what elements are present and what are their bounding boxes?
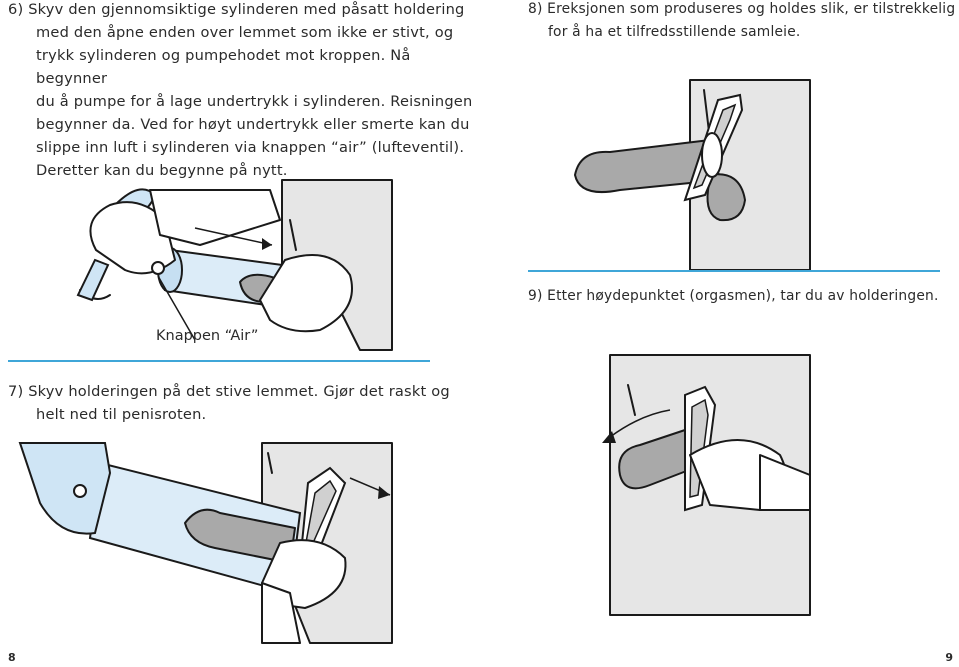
- step-8-illustration: [574, 79, 811, 271]
- fold-line: [267, 452, 273, 474]
- ring-inner: [303, 479, 337, 550]
- air-button-icon: [73, 484, 87, 498]
- step-8-line: 8) Ereksjonen som produseres og holdes s…: [528, 1, 956, 17]
- testes-shape: [706, 173, 746, 222]
- left-page: 6) Skyv den gjennomsiktige sylinderen me…: [8, 0, 478, 664]
- arm: [759, 454, 811, 511]
- step-7-illustration: [18, 442, 393, 644]
- fold-line: [289, 219, 297, 251]
- pull-arrow: [609, 409, 671, 438]
- arrow-head: [378, 486, 390, 499]
- step-6-line: 6) Skyv den gjennomsiktige sylinderen me…: [8, 1, 465, 18]
- pump-lever: [76, 258, 110, 302]
- step-9-illustration: [602, 354, 811, 616]
- ring-loop: [701, 132, 723, 178]
- step-6-line: du å pumpe for å lage undertrykk i sylin…: [36, 93, 473, 110]
- divider-rule: [8, 360, 430, 362]
- page-number-right: 9: [945, 651, 953, 664]
- step-6-line: begynner da. Ved for høyt undertrykk ell…: [36, 116, 470, 133]
- arm-left: [149, 189, 281, 246]
- step-9-line: 9) Etter høydepunktet (orgasmen), tar du…: [528, 288, 939, 304]
- fold-line: [627, 384, 636, 416]
- arrow-head: [602, 431, 616, 443]
- divider-rule: [528, 270, 940, 272]
- air-button-label: Knappen “Air”: [156, 328, 259, 344]
- step-7-line: helt ned til penisroten.: [36, 406, 207, 423]
- hand-right: [259, 254, 353, 333]
- arrow-head: [262, 238, 272, 250]
- step-6-line: med den åpne enden over lemmet som ikke …: [36, 24, 454, 41]
- step-8-text: 8) Ereksjonen som produseres og holdes s…: [528, 0, 958, 44]
- step-7-text: 7) Skyv holderingen på det stive lemmet.…: [8, 380, 478, 426]
- step-8-line: for å ha et tilfredsstillende samleie.: [548, 24, 801, 40]
- pump-head: [18, 442, 112, 535]
- step-6-line: slippe inn luft i sylinderen via knappen…: [36, 139, 465, 156]
- right-page: 8) Ereksjonen som produseres og holdes s…: [480, 0, 959, 667]
- hand-left: [89, 201, 176, 275]
- step-6-line: trykk sylinderen og pumpehodet mot kropp…: [36, 47, 411, 87]
- step-7-line: 7) Skyv holderingen på det stive lemmet.…: [8, 383, 450, 400]
- push-arrow: [194, 227, 273, 246]
- step-9-text: 9) Etter høydepunktet (orgasmen), tar du…: [528, 285, 958, 308]
- step-6-line: Deretter kan du begynne på nytt.: [36, 162, 288, 179]
- step-6-illustration: [76, 179, 393, 351]
- air-button-icon: [151, 261, 165, 275]
- arm: [261, 582, 301, 644]
- step-6-text: 6) Skyv den gjennomsiktige sylinderen me…: [8, 0, 478, 182]
- air-pointer-line: [157, 275, 196, 341]
- page-number-left: 8: [8, 651, 16, 664]
